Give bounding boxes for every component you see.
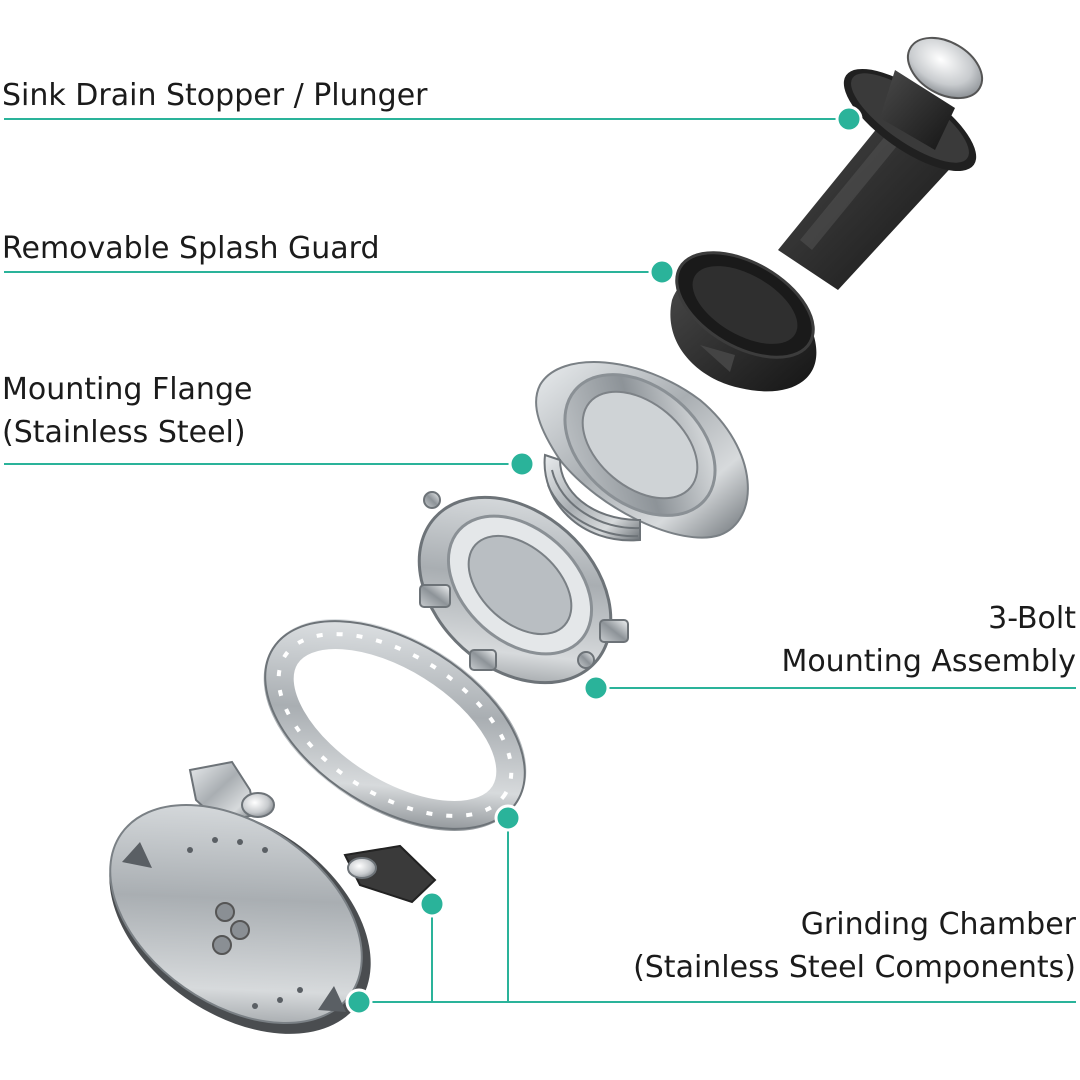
label-flange: Mounting Flange (Stainless Steel) bbox=[2, 368, 252, 454]
leader-dots bbox=[345, 105, 863, 1016]
dot-impeller bbox=[418, 890, 446, 918]
stopper-part bbox=[778, 36, 983, 290]
dot-flange bbox=[508, 450, 536, 478]
grinding-ring-part bbox=[263, 619, 527, 831]
dot-stopper bbox=[835, 105, 863, 133]
label-stopper-line-1: Sink Drain Stopper / Plunger bbox=[2, 78, 428, 113]
flange-part bbox=[535, 361, 749, 542]
label-grinding-chamber-line-2: (Stainless Steel Components) bbox=[633, 950, 1076, 985]
mounting-assembly-part bbox=[417, 491, 629, 685]
dot-grinding-ring bbox=[494, 804, 522, 832]
dot-grinding-plate bbox=[345, 988, 373, 1016]
splash-guard-part bbox=[670, 251, 817, 392]
label-grinding-chamber-line-1: Grinding Chamber bbox=[800, 907, 1076, 942]
label-splash-guard: Removable Splash Guard bbox=[2, 227, 380, 270]
label-mounting-assembly-line-1: 3-Bolt bbox=[988, 601, 1076, 636]
grinding-plate-part bbox=[109, 803, 371, 1034]
label-splash-guard-line-1: Removable Splash Guard bbox=[2, 231, 380, 266]
label-flange-line-1: Mounting Flange bbox=[2, 372, 253, 407]
dot-mounting-assembly bbox=[582, 674, 610, 702]
label-mounting-assembly-line-2: Mounting Assembly bbox=[781, 644, 1076, 679]
label-flange-line-2: (Stainless Steel) bbox=[2, 415, 246, 450]
dot-splash-guard bbox=[648, 258, 676, 286]
label-stopper: Sink Drain Stopper / Plunger bbox=[2, 74, 428, 117]
label-mounting-assembly: 3-Bolt Mounting Assembly bbox=[781, 597, 1076, 683]
label-grinding-chamber: Grinding Chamber (Stainless Steel Compon… bbox=[633, 903, 1076, 989]
leader-lines bbox=[4, 118, 1076, 1003]
impeller-lug-bottom bbox=[343, 844, 437, 904]
